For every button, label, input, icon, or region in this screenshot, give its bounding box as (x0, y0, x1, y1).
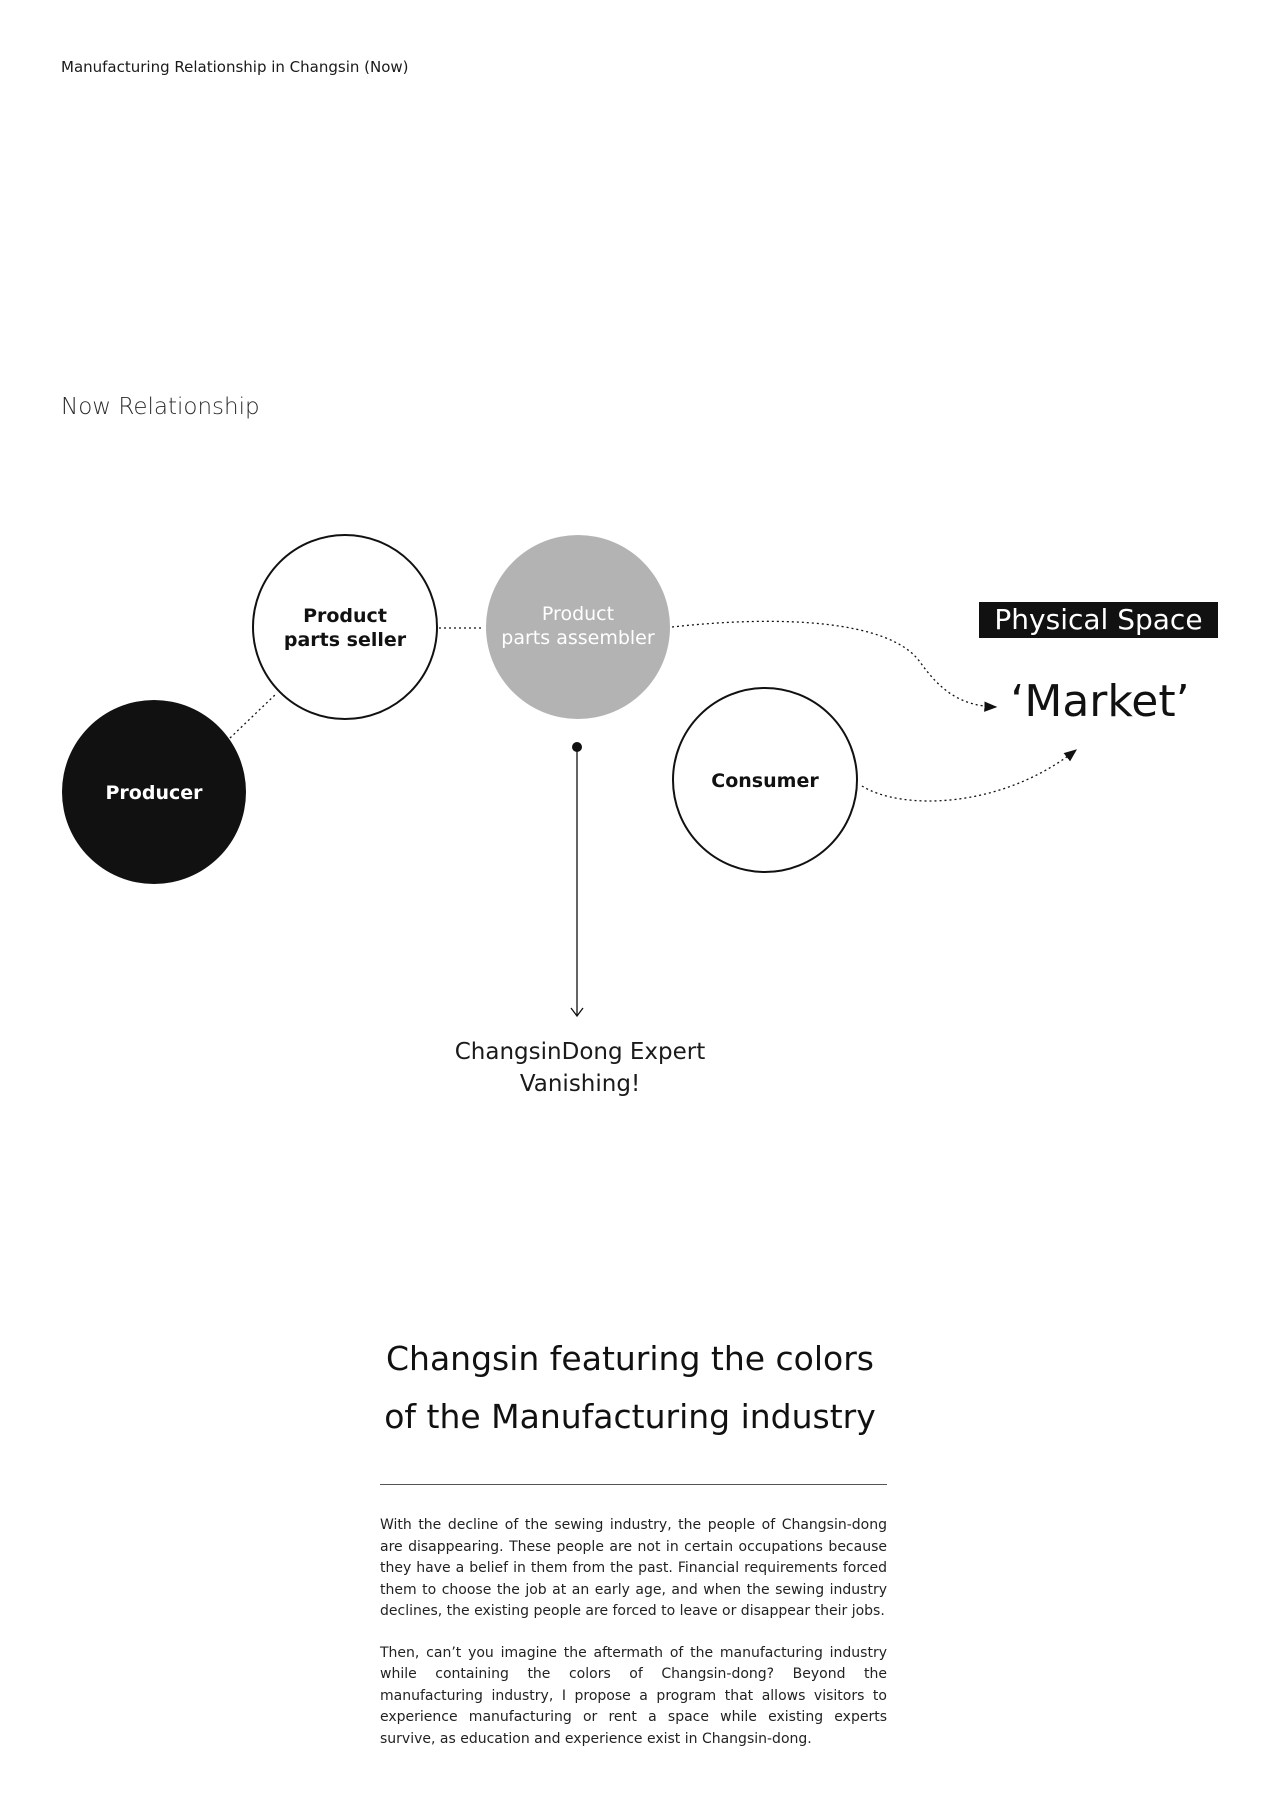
section-title: Now Relationship (61, 394, 260, 420)
node-consumer: Consumer (672, 687, 858, 873)
node-producer: Producer (62, 700, 246, 884)
producer-seller-connector (229, 692, 278, 739)
assembler-market-arrow (671, 620, 998, 712)
page-header: Manufacturing Relationship in Changsin (… (61, 58, 409, 76)
physical-space-tag: Physical Space (979, 602, 1218, 638)
article-body: With the decline of the sewing industry,… (380, 1515, 887, 1770)
vanish-line1: ChangsinDong Expert (454, 1039, 706, 1065)
heading-line2: of the Manufacturing industry (384, 1397, 876, 1436)
seller-label-line1: Product (303, 605, 387, 627)
producer-label: Producer (106, 782, 204, 804)
node-parts-seller: Product parts seller (252, 534, 438, 720)
paragraph-1: With the decline of the sewing industry,… (380, 1517, 887, 1619)
assembler-label-line1: Product (542, 603, 614, 625)
expert-drop-arrowhead (570, 1007, 584, 1018)
article-heading: Changsin featuring the colors of the Man… (360, 1330, 900, 1446)
expert-vanishing-label: ChangsinDong Expert Vanishing! (420, 1036, 740, 1100)
heading-line1: Changsin featuring the colors (386, 1339, 874, 1378)
assembler-label-line2: parts assembler (501, 627, 655, 649)
paragraph-2: Then, can’t you imagine the aftermath of… (380, 1644, 887, 1747)
consumer-label: Consumer (711, 770, 819, 792)
seller-label-line2: parts seller (284, 629, 407, 651)
divider (380, 1484, 887, 1485)
vanish-line2: Vanishing! (519, 1071, 641, 1097)
consumer-market-arrow (861, 749, 1078, 802)
node-parts-assembler: Product parts assembler (486, 535, 670, 719)
market-label: ‘Market’ (1010, 676, 1190, 727)
